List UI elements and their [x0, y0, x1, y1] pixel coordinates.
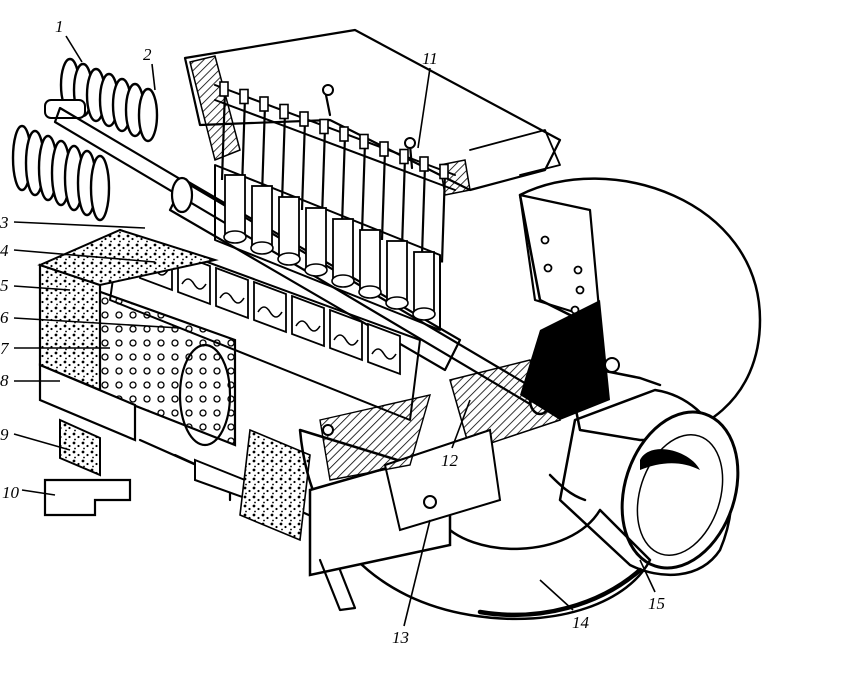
comb-tooth — [300, 119, 307, 211]
lower-cell — [291, 294, 325, 348]
comb-cap — [339, 126, 349, 142]
cell-bottom — [358, 285, 382, 299]
cell-compartment — [278, 196, 300, 258]
gear-comb-mechanism — [214, 81, 456, 263]
coil-ring — [137, 87, 159, 143]
lower-cell — [215, 266, 249, 320]
callout-labels: 1 2 3 4 5 6 7 8 9 10 11 12 13 14 15 — [0, 17, 665, 647]
comb-tooth — [320, 127, 327, 218]
cell-bottom — [277, 252, 301, 266]
callout-10: 10 — [2, 483, 20, 502]
comb-tooth — [280, 112, 287, 203]
callout-14: 14 — [572, 613, 590, 632]
cell-wave — [219, 292, 245, 304]
comb-cap — [259, 96, 269, 112]
cell-compartment — [332, 218, 354, 280]
comb-cap — [219, 81, 229, 97]
comb-tooth — [380, 149, 387, 241]
cell-compartment — [251, 185, 273, 247]
lower-cell — [253, 280, 287, 334]
cell-compartment — [386, 240, 408, 302]
top-casing — [183, 28, 562, 196]
comb-tooth — [440, 172, 447, 263]
callout-11: 11 — [422, 49, 438, 68]
cell-bottom — [250, 241, 274, 255]
rivet — [575, 285, 585, 295]
comb-tooth — [400, 157, 407, 248]
fan-volute — [449, 177, 762, 451]
callout-2: 2 — [143, 45, 152, 64]
base-frame — [38, 363, 322, 542]
lower-cover — [298, 394, 652, 621]
cell-bottom — [412, 307, 436, 321]
cell-compartment — [413, 251, 435, 313]
cell-bottom — [385, 296, 409, 310]
callout-15: 15 — [648, 594, 665, 613]
cell-bottom — [223, 230, 247, 244]
comb-tooth — [420, 164, 427, 256]
comb-cap — [419, 156, 429, 172]
comb-cap — [299, 111, 309, 127]
comb-tooth — [360, 142, 367, 233]
callout-13: 13 — [392, 628, 409, 647]
coil-ring — [89, 154, 111, 222]
perforated-panel — [37, 228, 237, 447]
comb-tooth — [220, 89, 227, 181]
callout-1: 1 — [55, 17, 64, 36]
comb-cap — [279, 103, 289, 120]
comb-cap — [359, 133, 369, 150]
comb-cap — [239, 88, 249, 105]
left-coil-assembly — [11, 57, 159, 222]
cell-wave — [333, 334, 359, 346]
cell-wave — [181, 278, 207, 290]
comb-tooth — [260, 104, 267, 196]
rivet — [540, 235, 550, 245]
comb-cap — [439, 163, 449, 180]
rivet — [543, 263, 553, 273]
cell-compartment — [359, 229, 381, 291]
cell-compartment — [224, 174, 246, 236]
callout-5: 5 — [0, 276, 9, 295]
cell-wave — [371, 348, 397, 360]
clamp-bolt — [548, 357, 662, 502]
comb-cap — [319, 118, 329, 135]
cell-wave — [257, 306, 283, 318]
callout-8: 8 — [0, 371, 9, 390]
rivet — [573, 265, 583, 275]
callout-7: 7 — [0, 339, 10, 358]
comb-cap — [379, 141, 389, 157]
lower-cell — [367, 322, 401, 376]
leader-lines — [13, 35, 656, 627]
cell-block — [109, 164, 441, 421]
cell-compartment — [305, 207, 327, 269]
outlet-pipe — [558, 388, 740, 576]
comb-tooth — [240, 97, 247, 188]
callout-3: 3 — [0, 213, 9, 232]
cell-bottom — [304, 263, 328, 277]
callout-9: 9 — [0, 425, 9, 444]
comb-tooth — [340, 134, 347, 226]
cell-wave — [295, 320, 321, 332]
callout-4: 4 — [0, 241, 9, 260]
callout-12: 12 — [441, 451, 459, 470]
callout-6: 6 — [0, 308, 9, 327]
cell-bottom — [331, 274, 355, 288]
lower-cell — [329, 308, 363, 362]
comb-cap — [399, 148, 409, 165]
